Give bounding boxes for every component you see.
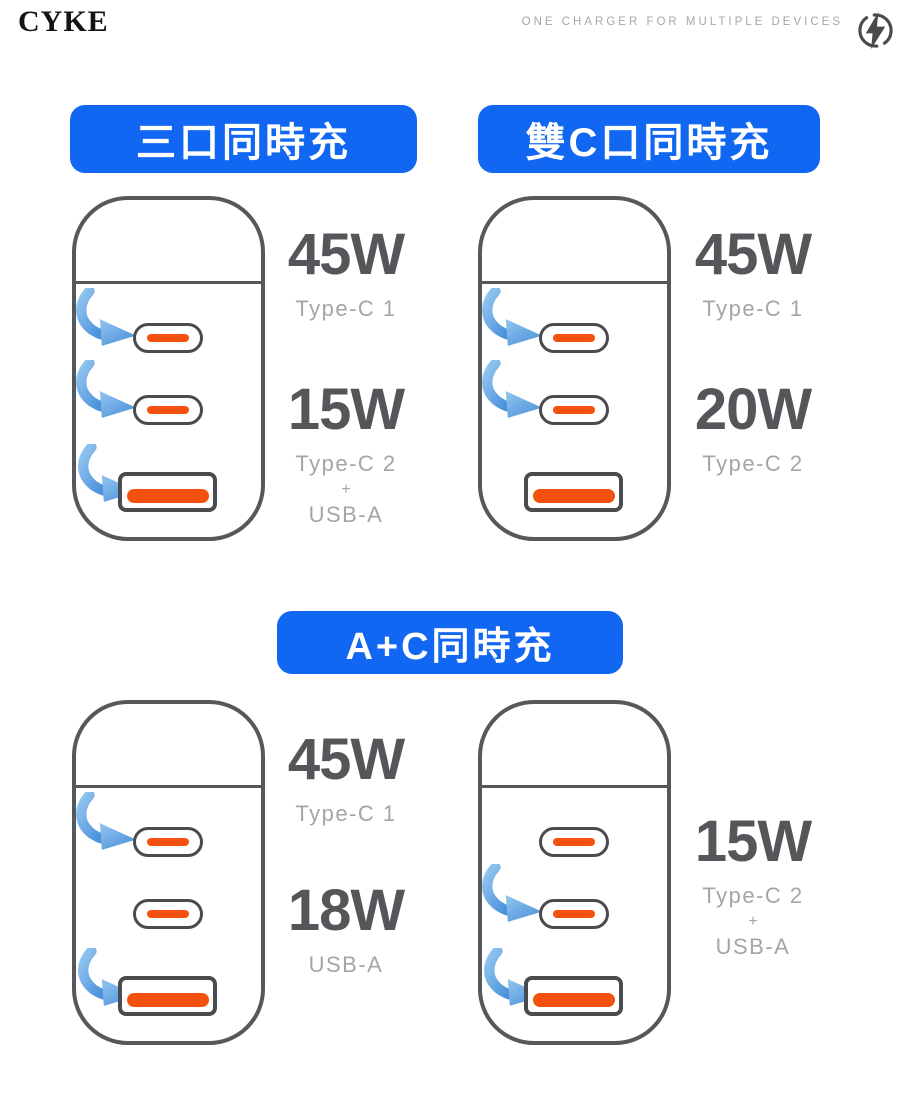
banner-dual-c: 雙C口同時充 (478, 105, 820, 173)
type-c-port-1 (539, 827, 609, 857)
port-pin (532, 993, 615, 1007)
charger-seam (482, 281, 667, 284)
port-pin (147, 334, 189, 342)
plus-sign: + (748, 913, 758, 930)
watt-value: 18W (287, 878, 405, 943)
brand-logo: CYKE (18, 5, 109, 38)
type-c-port-1 (539, 323, 609, 353)
port-pin (553, 910, 595, 918)
lightning-bolt-icon (858, 11, 893, 50)
charge-arrow-icon (76, 288, 136, 346)
port-pin (532, 489, 615, 503)
watt-label-block: 45W Type-C 1 (287, 222, 405, 322)
watt-value: 45W (287, 727, 405, 792)
banner-a-plus-c-label: A+C同時充 (345, 626, 555, 668)
watt-value: 45W (287, 222, 405, 287)
charger-seam (76, 281, 261, 284)
watt-label-block: 45W Type-C 1 (694, 222, 812, 322)
header-tagline: ONE CHARGER FOR MULTIPLE DEVICES (521, 16, 843, 28)
port-pin (553, 406, 595, 414)
watt-label-block: 20W Type-C 2 (694, 377, 812, 477)
charge-arrow-icon (482, 864, 542, 922)
charger-illustration-three-port (72, 196, 265, 541)
charge-arrow-icon (482, 360, 542, 418)
port-label: Type-C 1 (295, 296, 397, 321)
watt-value: 45W (694, 222, 812, 287)
charger-illustration-dual-c (478, 196, 671, 541)
type-c-port-1 (133, 827, 203, 857)
plus-sign: + (341, 481, 351, 498)
banner-a-plus-c: A+C同時充 (277, 611, 623, 674)
port-pin (553, 334, 595, 342)
charger-seam (76, 785, 261, 788)
port-pin (147, 838, 189, 846)
port-label: Type-C 2 (295, 451, 397, 476)
watt-label-block: 15W Type-C 2 + USB-A (694, 809, 812, 960)
port-label: Type-C 2 (702, 883, 804, 908)
charger-illustration-a-plus-c-left (72, 700, 265, 1045)
port-pin (147, 910, 189, 918)
port-label: USB-A (308, 952, 384, 977)
port-label: Type-C 1 (702, 296, 804, 321)
port-pin (147, 406, 189, 414)
watt-value: 20W (694, 377, 812, 442)
type-c-port-1 (133, 323, 203, 353)
charger-illustration-a-plus-c-right (478, 700, 671, 1045)
usb-a-port (524, 976, 623, 1016)
watt-value: 15W (694, 809, 812, 874)
watt-label-block: 45W Type-C 1 (287, 727, 405, 827)
watt-label-block: 18W USB-A (287, 878, 405, 978)
port-pin (553, 838, 595, 846)
port-label: USB-A (308, 502, 384, 527)
charge-arrow-icon (76, 792, 136, 850)
banner-three-ports-label: 三口同時充 (136, 121, 351, 165)
usb-a-port (524, 472, 623, 512)
charge-arrow-icon (482, 288, 542, 346)
port-label: Type-C 2 (702, 451, 804, 476)
watt-label-block: 15W Type-C 2 + USB-A (287, 377, 405, 528)
banner-dual-c-label: 雙C口同時充 (525, 121, 773, 165)
charger-seam (482, 785, 667, 788)
port-pin (126, 993, 209, 1007)
port-pin (126, 489, 209, 503)
charge-arrow-icon (76, 360, 136, 418)
watt-value: 15W (287, 377, 405, 442)
port-label: USB-A (715, 934, 791, 959)
usb-a-port (118, 976, 217, 1016)
banner-three-ports: 三口同時充 (70, 105, 417, 173)
type-c-port-2 (133, 395, 203, 425)
type-c-port-2 (539, 899, 609, 929)
type-c-port-2 (133, 899, 203, 929)
port-label: Type-C 1 (295, 801, 397, 826)
type-c-port-2 (539, 395, 609, 425)
usb-a-port (118, 472, 217, 512)
